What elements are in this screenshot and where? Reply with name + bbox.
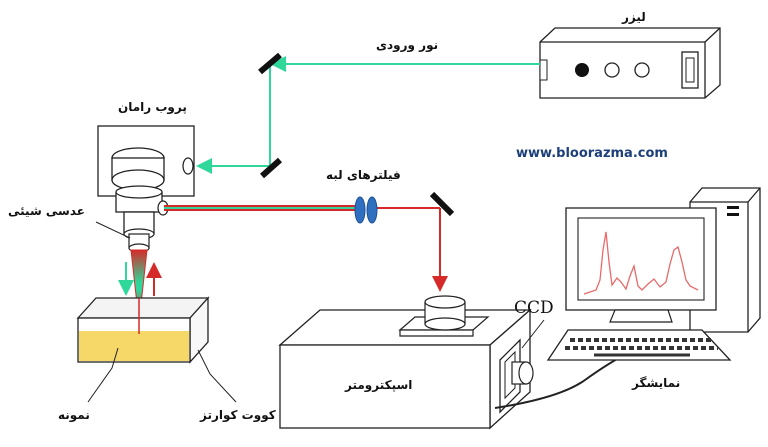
sample-leader [87,347,119,403]
quartz-cuvette [76,296,210,364]
input-beam [196,56,540,174]
cuvette-leader [197,349,237,403]
objective-lens-leader [95,221,131,239]
objective-lens-label: عدسی شیئی [8,204,85,218]
sample-label: نمونه [58,408,90,422]
mirror-right [429,191,455,217]
ccd-label: CCD [514,298,554,318]
raman-probe [97,125,195,253]
input-light-label: نور ورودی [376,38,439,52]
laser-source [539,27,721,99]
laser-label: لیزر [622,10,646,24]
ccd-leader [521,319,545,349]
mirror-middle [260,157,282,179]
edge-filters-label: فیلترهای لبه [326,168,401,182]
focused-beam [130,249,148,323]
quartz-cuvette-label: کووت کوارتز [200,408,276,422]
website-url: www.bloorazma.com [516,146,668,161]
display-label: نمایشگر [632,376,681,390]
spectrometer-label: اسپکترومتر [345,378,413,392]
spectrometer [278,295,532,430]
mirror-top [258,52,282,75]
sample-liquid [79,331,189,361]
raman-probe-label: پروب رامان [118,100,187,114]
display-monitor [546,207,732,361]
collected-beam [164,205,448,292]
edge-filters [354,196,378,224]
raman-spectrum-plot [583,231,699,295]
ccd-camera [499,338,534,414]
